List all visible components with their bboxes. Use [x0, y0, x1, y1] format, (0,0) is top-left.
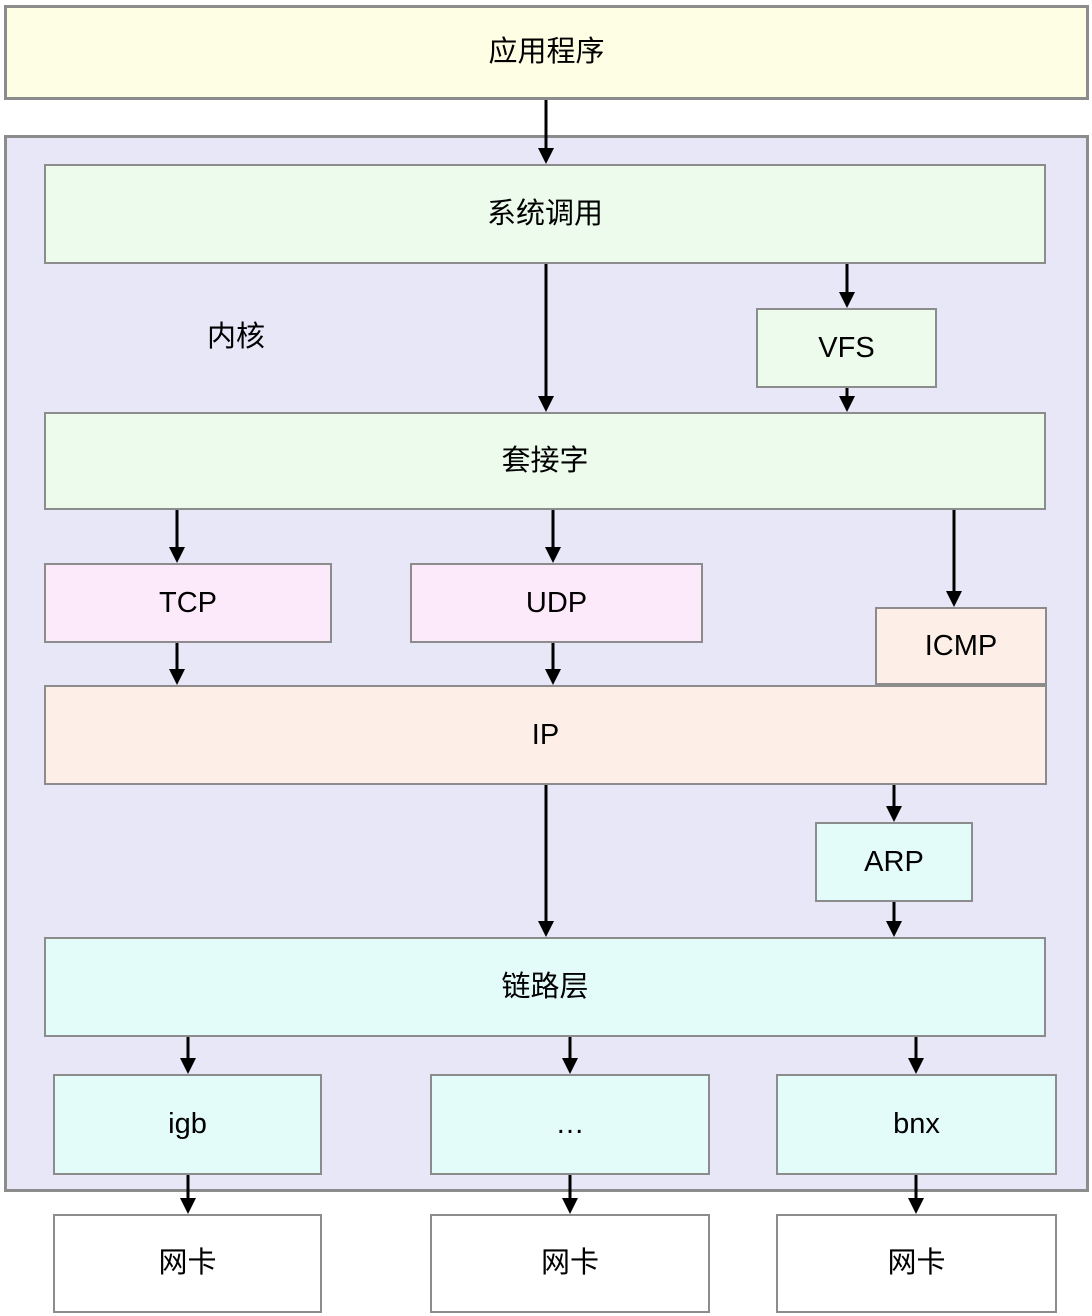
- node-socket: 套接字: [44, 412, 1046, 510]
- node-ip-label: IP: [531, 718, 560, 751]
- node-driver-igb-label: igb: [168, 1108, 207, 1141]
- node-vfs: VFS: [756, 308, 937, 388]
- node-application: 应用程序: [4, 5, 1089, 100]
- node-nic-left: 网卡: [53, 1214, 322, 1313]
- node-tcp-label: TCP: [159, 586, 217, 619]
- node-driver-igb: igb: [53, 1074, 322, 1175]
- node-nic-right-label: 网卡: [887, 1247, 946, 1280]
- node-icmp: ICMP: [875, 607, 1047, 685]
- node-driver-bnx-label: bnx: [893, 1108, 940, 1141]
- kernel-label: 内核: [207, 321, 266, 353]
- node-driver-bnx: bnx: [776, 1074, 1057, 1175]
- node-driver-other: …: [430, 1074, 710, 1175]
- node-link-layer: 链路层: [44, 937, 1046, 1037]
- node-link-layer-label: 链路层: [501, 970, 589, 1003]
- node-udp: UDP: [410, 563, 703, 643]
- node-udp-label: UDP: [525, 586, 588, 619]
- node-syscall-label: 系统调用: [486, 197, 603, 230]
- node-icmp-label: ICMP: [924, 629, 998, 662]
- node-nic-right: 网卡: [776, 1214, 1057, 1313]
- node-vfs-label: VFS: [818, 331, 875, 364]
- node-application-label: 应用程序: [488, 36, 605, 69]
- node-tcp: TCP: [44, 563, 332, 643]
- node-arp: ARP: [815, 822, 973, 902]
- node-nic-left-label: 网卡: [158, 1247, 217, 1280]
- node-socket-label: 套接字: [501, 444, 589, 477]
- node-arp-label: ARP: [864, 845, 924, 878]
- node-ip: IP: [44, 685, 1047, 785]
- node-driver-other-label: …: [555, 1108, 585, 1141]
- node-nic-middle: 网卡: [430, 1214, 710, 1313]
- node-syscall: 系统调用: [44, 164, 1046, 264]
- node-nic-middle-label: 网卡: [540, 1247, 599, 1280]
